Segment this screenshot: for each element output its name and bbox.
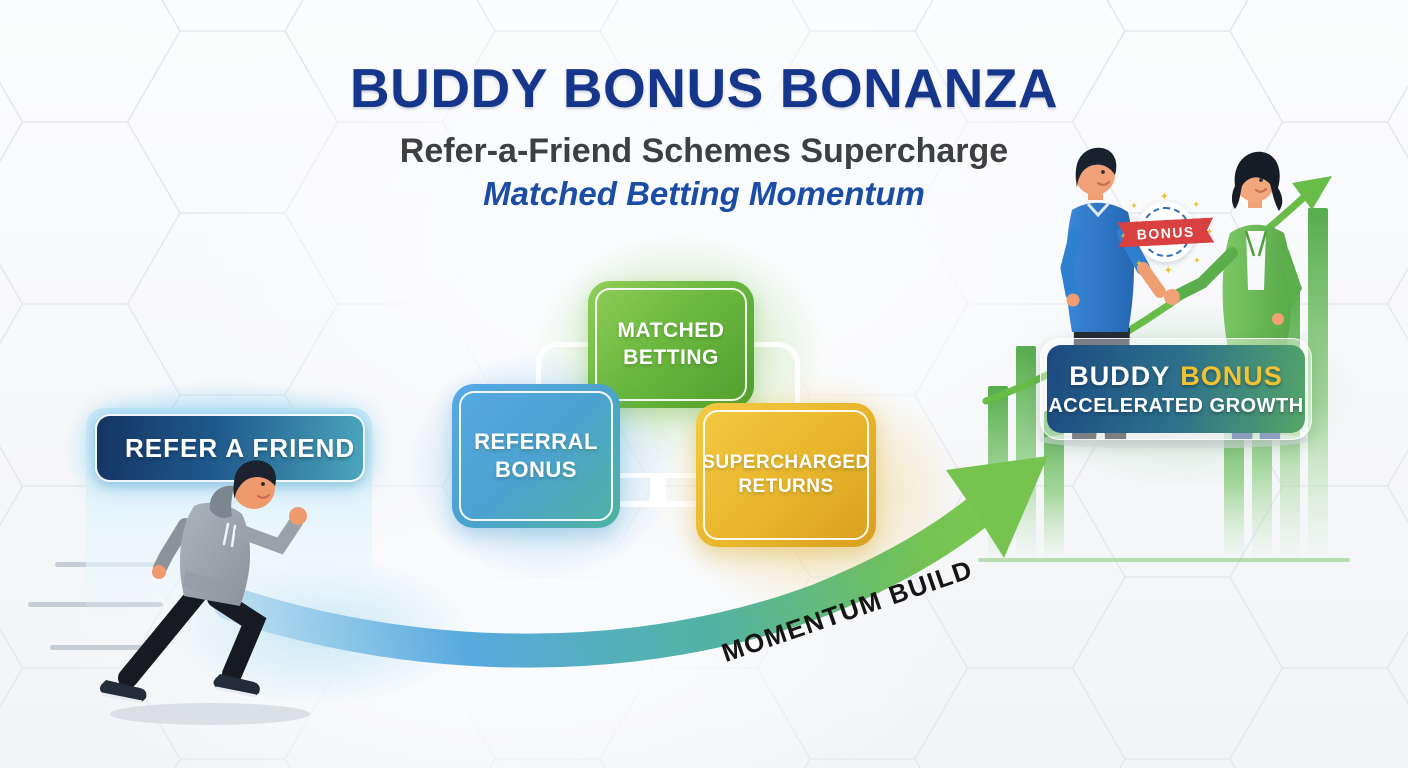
page-title: BUDDY BONUS BONANZA	[349, 57, 1059, 119]
result-line2: ACCELERATED GROWTH	[1048, 394, 1304, 417]
sparkle-icon: ✦	[1163, 264, 1174, 278]
subtitle-emphasis: Matched Betting Momentum	[483, 175, 925, 212]
bonus-label: BONUS	[1136, 222, 1196, 243]
runner-shadow	[110, 703, 310, 725]
header: BUDDY BONUS BONANZA Refer-a-Friend Schem…	[0, 56, 1408, 213]
result-box-frame: BUDDY BONUS ACCELERATED GROWTH	[1040, 338, 1312, 440]
box-referral-bonus: REFERRAL BONUS	[452, 384, 620, 528]
sparkle-icon: ✦	[1192, 255, 1202, 266]
result-word-buddy: BUDDY	[1069, 360, 1171, 391]
bonus-ribbon: BONUS	[1117, 218, 1214, 248]
result-word-bonus: BONUS	[1180, 360, 1283, 391]
supercharged-line1: SUPERCHARGED	[702, 451, 870, 473]
runner-illustration	[99, 460, 310, 725]
referral-bonus-line2: BONUS	[495, 457, 577, 482]
monitor-base	[612, 501, 708, 507]
result-line1: BUDDY BONUS	[1069, 361, 1283, 392]
matched-betting-line1: MATCHED	[617, 318, 725, 342]
supercharged-line2: RETURNS	[738, 476, 834, 497]
sparkle-icon: ✦	[1135, 258, 1144, 269]
subtitle: Refer-a-Friend Schemes Supercharge	[399, 132, 1009, 170]
matched-betting-line2: BETTING	[623, 345, 719, 369]
result-box: BUDDY BONUS ACCELERATED GROWTH	[1047, 345, 1305, 433]
box-supercharged-returns: SUPERCHARGED RETURNS	[696, 403, 876, 547]
monitor-stand	[650, 476, 666, 504]
referral-bonus-line1: REFERRAL	[474, 428, 598, 454]
